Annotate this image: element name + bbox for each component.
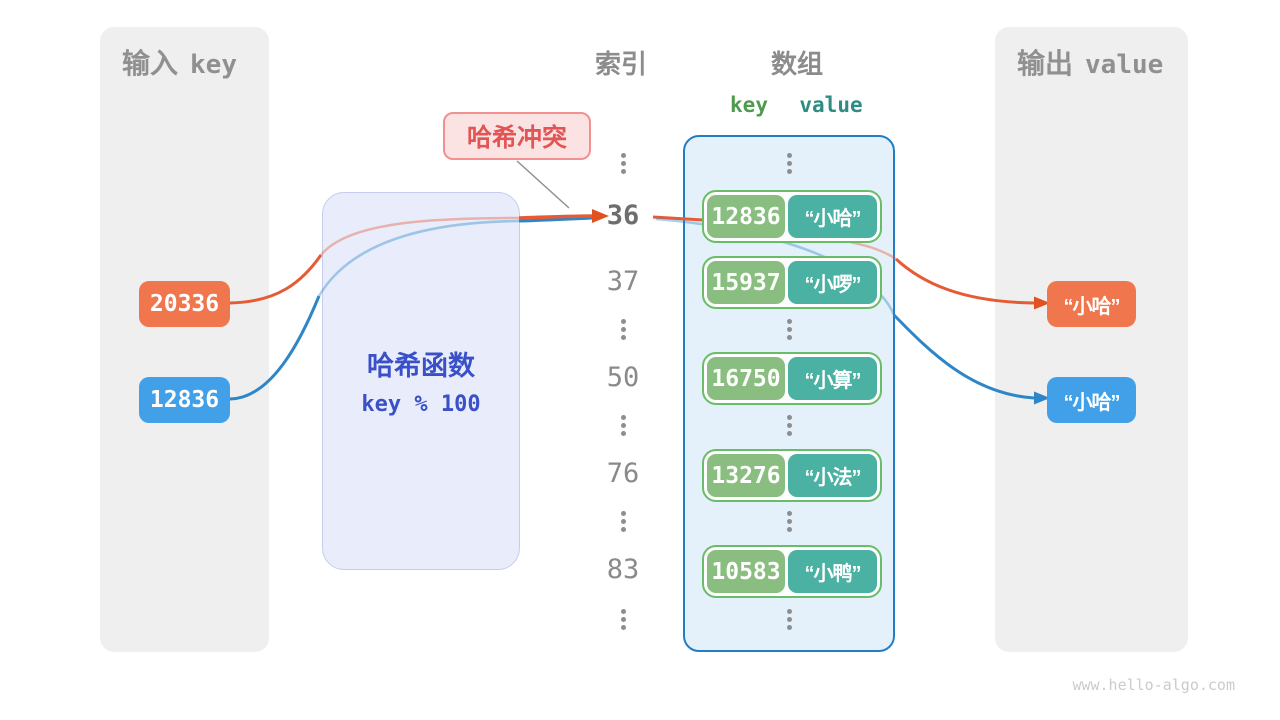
output-panel-title: 输出 value	[1017, 42, 1163, 82]
hash-function-title: 哈希函数	[367, 351, 475, 381]
entry-value: “小法”	[788, 454, 877, 497]
collision-pointer-line	[516, 160, 570, 209]
index-37: 37	[606, 266, 640, 297]
output-panel	[995, 27, 1188, 652]
input-panel	[100, 27, 269, 652]
ellipsis-vertical-icon	[620, 153, 626, 174]
entry-key: 13276	[707, 454, 785, 497]
ellipsis-vertical-icon	[620, 415, 626, 436]
curve-hash-to-index-orange	[518, 214, 595, 220]
bucket-entry-37: 15937 “小啰”	[702, 256, 882, 309]
entry-value: “小哈”	[788, 195, 877, 238]
input-title-en: key	[190, 50, 237, 80]
bucket-entry-36: 12836 “小哈”	[702, 190, 882, 243]
entry-key: 12836	[707, 195, 785, 238]
index-column-title: 索引	[594, 49, 647, 79]
bucket-entry-76: 13276 “小法”	[702, 449, 882, 502]
bucket-entry-50: 16750 “小算”	[702, 352, 882, 405]
array-key-header: key	[730, 93, 768, 117]
input-key-20336: 20336	[139, 281, 230, 327]
output-value-2: “小哈”	[1047, 377, 1136, 423]
index-50: 50	[606, 362, 640, 393]
output-title-en: value	[1085, 50, 1164, 80]
entry-key: 10583	[707, 550, 785, 593]
entry-key: 16750	[707, 357, 785, 400]
index-83: 83	[606, 554, 640, 585]
ellipsis-vertical-icon	[620, 609, 626, 630]
collision-label: 哈希冲突	[443, 112, 591, 160]
array-column-title: 数组	[770, 49, 823, 79]
ellipsis-vertical-icon	[786, 609, 792, 630]
hash-function-box	[322, 192, 520, 570]
index-36: 36	[606, 200, 640, 231]
array-value-header: value	[799, 93, 863, 117]
input-title-cn: 输入	[122, 48, 179, 79]
entry-value: “小啰”	[788, 261, 877, 304]
input-panel-title: 输入 key	[122, 42, 237, 82]
hash-function-formula: key % 100	[361, 392, 481, 417]
ellipsis-vertical-icon	[786, 319, 792, 340]
curve-hash-to-index-blue	[518, 216, 593, 223]
watermark: www.hello-algo.com	[1072, 676, 1235, 694]
entry-value: “小鸭”	[788, 550, 877, 593]
entry-value: “小算”	[788, 357, 877, 400]
ellipsis-vertical-icon	[786, 153, 792, 174]
output-value-1: “小哈”	[1047, 281, 1136, 327]
bucket-entry-83: 10583 “小鸭”	[702, 545, 882, 598]
output-title-cn: 输出	[1017, 48, 1074, 79]
ellipsis-vertical-icon	[786, 511, 792, 532]
entry-key: 15937	[707, 261, 785, 304]
index-76: 76	[606, 458, 640, 489]
input-key-12836: 12836	[139, 377, 230, 423]
ellipsis-vertical-icon	[620, 511, 626, 532]
ellipsis-vertical-icon	[786, 415, 792, 436]
ellipsis-vertical-icon	[620, 319, 626, 340]
